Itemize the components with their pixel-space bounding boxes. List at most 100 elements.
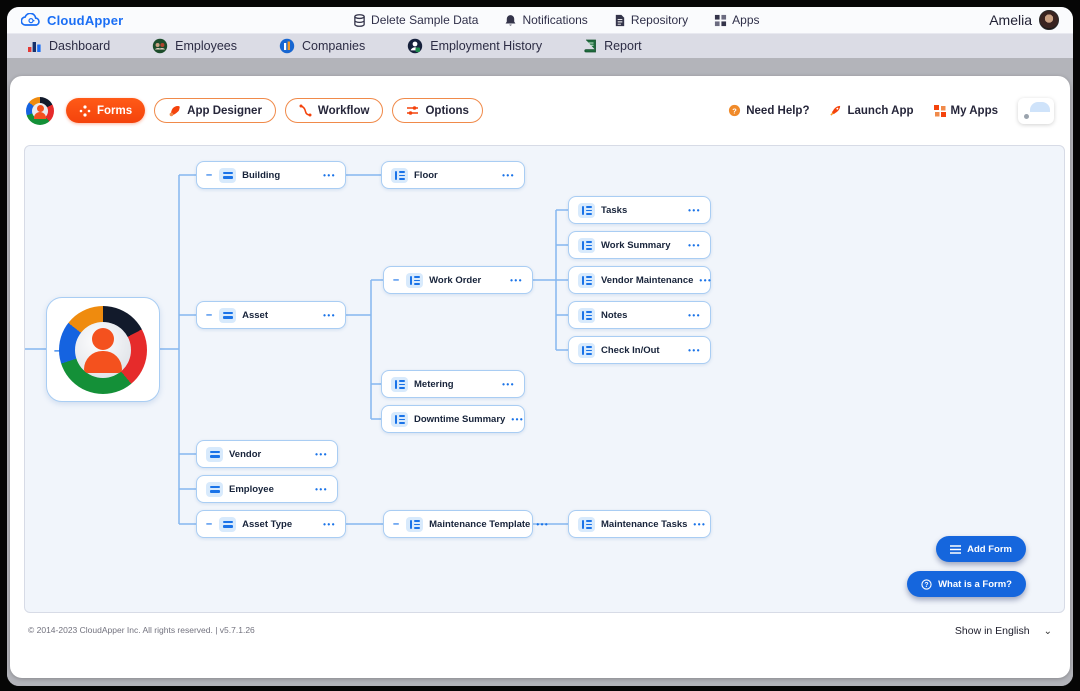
nav-item-report[interactable]: Report [584, 39, 642, 53]
app-donut-icon [59, 305, 147, 394]
collapse-icon[interactable]: – [206, 308, 213, 321]
tree-root-node[interactable]: – [46, 297, 160, 402]
node-menu-dots[interactable]: ••• [511, 414, 525, 424]
tree-node-asset-type[interactable]: –Asset Type••• [196, 510, 346, 538]
tree-node-label: Downtime Summary [414, 413, 506, 425]
form-tree-canvas[interactable]: – –Building••• Floor••• –Asset••• –Work Ord… [24, 145, 1065, 613]
user-name: Amelia [989, 12, 1032, 28]
tree-node-floor[interactable]: Floor••• [381, 161, 525, 189]
nav-item-employment-history[interactable]: Employment History [407, 38, 542, 54]
workflow-icon [299, 104, 312, 117]
tree-node-building[interactable]: –Building••• [196, 161, 346, 189]
assistant-widget-thumbnail[interactable] [1018, 97, 1054, 124]
collapse-icon[interactable]: – [54, 342, 61, 357]
node-menu-dots[interactable]: ••• [699, 275, 713, 285]
menu-icon [206, 481, 223, 497]
node-menu-dots[interactable]: ••• [323, 170, 336, 180]
tree-node-metering[interactable]: Metering ••• [381, 370, 525, 398]
brand[interactable]: CloudApper [21, 13, 123, 28]
tree-node-downtime-summary[interactable]: Downtime Summary ••• [381, 405, 525, 433]
node-menu-dots[interactable]: ••• [688, 240, 701, 250]
what-is-form-button[interactable]: ? What is a Form? [907, 571, 1026, 597]
list-icon [578, 342, 595, 358]
workflow-button[interactable]: Workflow [284, 98, 384, 123]
svg-text:?: ? [924, 581, 928, 588]
node-menu-dots[interactable]: ••• [688, 345, 701, 355]
node-menu-dots[interactable]: ••• [688, 310, 701, 320]
tree-node-label: Notes [601, 309, 628, 321]
tree-node-label: Vendor [229, 448, 262, 460]
app-logo-icon[interactable] [26, 96, 54, 125]
tree-connectors [25, 174, 568, 525]
node-menu-dots[interactable]: ••• [693, 519, 707, 529]
nav-item-companies[interactable]: Companies [279, 38, 365, 54]
chevron-down-icon: ⌄ [1043, 625, 1052, 637]
app-designer-button[interactable]: App Designer [154, 98, 276, 123]
tree-node-maintenance-template[interactable]: – Maintenance Template ••• [383, 510, 548, 538]
nav-item-dashboard[interactable]: Dashboard [27, 39, 110, 53]
node-menu-dots[interactable]: ••• [315, 484, 328, 494]
options-button[interactable]: Options [392, 98, 483, 123]
question-circle-icon: ? [921, 578, 932, 590]
nav-item-label: Employment History [430, 39, 543, 53]
tree-node-work-summary[interactable]: Work Summary••• [568, 231, 711, 259]
collapse-icon[interactable]: – [393, 517, 400, 530]
app-designer-label: App Designer [187, 104, 262, 117]
header-item-delete-sample-data[interactable]: Delete Sample Data [353, 13, 478, 27]
need-help-link[interactable]: ? Need Help? [728, 104, 809, 117]
node-menu-dots[interactable]: ••• [536, 519, 550, 529]
need-help-label: Need Help? [746, 104, 810, 117]
help-circle-icon: ? [728, 104, 741, 117]
language-selector[interactable]: Show in English ⌄ [955, 625, 1052, 637]
forms-label: Forms [97, 104, 133, 117]
brand-name: CloudApper [47, 12, 124, 28]
options-icon [406, 105, 419, 116]
node-menu-dots[interactable]: ••• [323, 519, 336, 529]
tree-node-vendor[interactable]: Vendor ••• [196, 440, 338, 468]
node-menu-dots[interactable]: ••• [510, 275, 523, 285]
user-menu[interactable]: Amelia [989, 10, 1059, 30]
node-menu-dots[interactable]: ••• [323, 310, 336, 320]
collapse-icon[interactable]: – [206, 517, 213, 530]
list-icon [578, 272, 595, 288]
node-menu-dots[interactable]: ••• [688, 205, 701, 215]
tree-node-check-in-out[interactable]: Check In/Out ••• [568, 336, 711, 364]
tree-node-label: Maintenance Template [429, 518, 531, 530]
tree-node-notes[interactable]: Notes ••• [568, 301, 711, 329]
forms-button[interactable]: Forms [66, 98, 146, 123]
launch-app-link[interactable]: Launch App [829, 104, 914, 117]
tree-node-label: Employee [229, 483, 274, 495]
collapse-icon[interactable]: – [206, 168, 213, 181]
top-bar: CloudApper Delete Sample Data Notificatio… [7, 7, 1073, 34]
card-footer: © 2014-2023 CloudApper Inc. All rights r… [10, 613, 1070, 637]
node-menu-dots[interactable]: ••• [502, 379, 515, 389]
options-label: Options [425, 104, 469, 117]
nav-item-employees[interactable]: Employees [152, 38, 237, 54]
header-item-notifications[interactable]: Notifications [504, 13, 588, 27]
menu-icon [219, 516, 237, 532]
user-avatar[interactable] [1038, 10, 1059, 30]
node-menu-dots[interactable]: ••• [315, 449, 328, 459]
tree-node-employee[interactable]: Employee ••• [196, 475, 338, 503]
my-apps-link[interactable]: My Apps [933, 104, 998, 117]
tree-node-work-order[interactable]: –Work Order••• [383, 266, 533, 294]
add-form-button[interactable]: Add Form [936, 536, 1026, 562]
collapse-icon[interactable]: – [393, 273, 400, 286]
tree-node-asset[interactable]: –Asset••• [196, 301, 346, 329]
forms-icon [79, 104, 91, 117]
list-icon [578, 202, 595, 218]
header-item-apps[interactable]: Apps [714, 13, 760, 27]
tree-node-maintenance-tasks[interactable]: Maintenance Tasks ••• [568, 510, 711, 538]
toolbar-right: ? Need Help? Launch App My Apps [728, 97, 1054, 124]
node-menu-dots[interactable]: ••• [502, 170, 515, 180]
tree-node-label: Check In/Out [601, 344, 660, 356]
tree-node-label: Maintenance Tasks [601, 518, 688, 530]
tree-node-label: Metering [414, 378, 454, 390]
tree-node-vendor-maintenance[interactable]: Vendor Maintenance••• [568, 266, 711, 294]
tree-node-label: Tasks [601, 204, 628, 216]
header-menu: Delete Sample Data Notifications Repositor… [353, 13, 760, 27]
list-icon [578, 237, 595, 253]
header-item-repository[interactable]: Repository [614, 13, 688, 27]
svg-text:?: ? [732, 106, 737, 115]
tree-node-tasks[interactable]: Tasks ••• [568, 196, 711, 224]
